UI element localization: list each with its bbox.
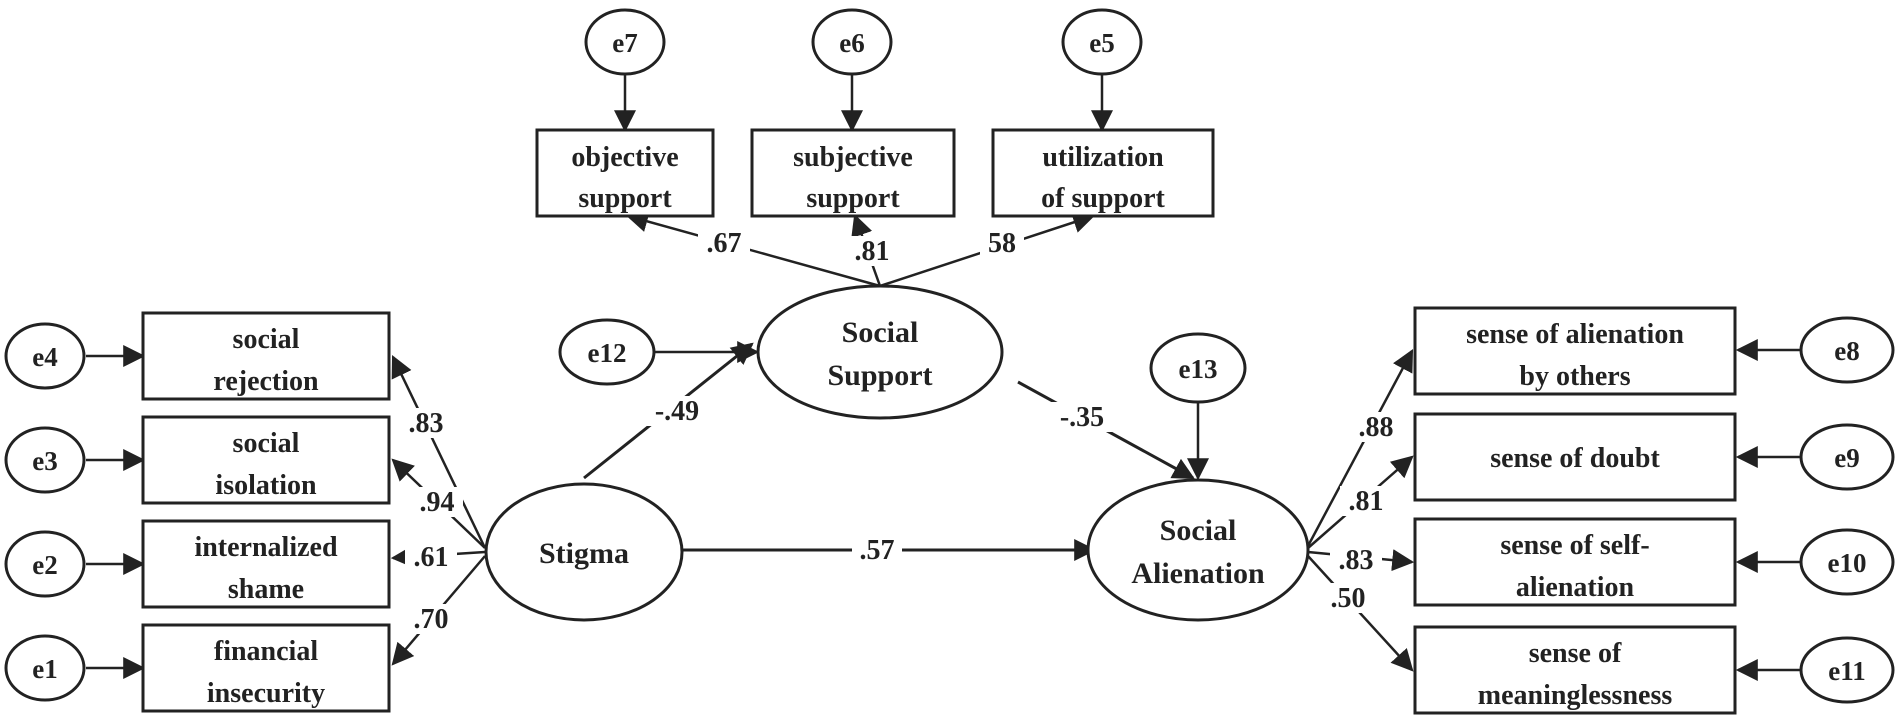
latent-social-alienation-line2: Alienation <box>1131 557 1265 590</box>
indicator-internalized-shame-line2: shame <box>228 574 304 605</box>
coef-objective-support: .67 <box>698 228 750 259</box>
latent-social-alienation: Social Alienation <box>1086 478 1310 622</box>
indicator-financial-insecurity-line1: financial <box>214 636 318 667</box>
error-e7: e7 <box>584 8 666 76</box>
indicator-objective-support-line1: objective <box>571 142 678 173</box>
indicator-financial-insecurity: financial insecurity <box>141 623 391 713</box>
indicator-sense-of-doubt-line1: sense of doubt <box>1490 443 1660 474</box>
coef-subjective-support: .81 <box>846 236 898 267</box>
coef-financial-insecurity-text: .70 <box>414 604 449 635</box>
indicator-social-isolation-line2: isolation <box>215 470 317 501</box>
coef-stigma-to-alienation-text: .57 <box>860 535 895 566</box>
error-e6: e6 <box>811 8 893 76</box>
indicator-alienation-by-others-line1: sense of alienation <box>1466 319 1684 350</box>
error-e4: e4 <box>4 322 86 390</box>
indicator-meaninglessness-line1: sense of <box>1529 638 1622 669</box>
coef-meaninglessness: .50 <box>1322 583 1374 614</box>
coef-social-rejection-text: .83 <box>409 408 444 439</box>
coef-support-to-alienation: -.35 <box>1050 402 1114 433</box>
coef-internalized-shame: .61 <box>405 542 457 573</box>
coef-alienation-by-others-text: .88 <box>1359 412 1394 443</box>
error-e3: e3 <box>4 426 86 494</box>
coef-self-alienation-text: .83 <box>1339 545 1374 576</box>
indicator-objective-support-line2: support <box>578 183 672 214</box>
edge-support-objective <box>625 210 881 288</box>
indicator-meaninglessness: sense of meaninglessness <box>1413 625 1737 715</box>
indicator-self-alienation-line2: alienation <box>1516 572 1635 603</box>
error-e1: e1 <box>4 634 86 702</box>
coef-sense-of-doubt: .81 <box>1340 486 1392 517</box>
error-e3-label: e3 <box>32 446 57 476</box>
error-e8-label: e8 <box>1834 336 1859 366</box>
error-e5: e5 <box>1061 8 1143 76</box>
error-e12-label: e12 <box>588 338 627 368</box>
error-e5-label: e5 <box>1089 28 1114 58</box>
indicator-utilization-of-support-line1: utilization <box>1042 142 1164 173</box>
coef-stigma-to-support-text: -.49 <box>655 396 699 427</box>
indicator-alienation-by-others-line2: by others <box>1519 361 1630 392</box>
coef-meaninglessness-text: .50 <box>1331 583 1366 614</box>
coef-sense-of-doubt-text: .81 <box>1349 486 1384 517</box>
coef-internalized-shame-text: .61 <box>414 542 449 573</box>
coef-social-isolation: .94 <box>411 487 463 518</box>
error-e10-label: e10 <box>1828 548 1867 578</box>
indicator-social-isolation: social isolation <box>141 415 391 505</box>
indicator-financial-insecurity-line2: insecurity <box>207 678 325 709</box>
indicator-utilization-of-support-line2: of support <box>1041 183 1165 214</box>
edge-stigma-social-rejection <box>391 355 487 549</box>
error-e11-label: e11 <box>1828 656 1866 686</box>
error-e4-label: e4 <box>32 342 57 372</box>
indicator-sense-of-doubt: sense of doubt <box>1413 412 1737 502</box>
indicator-self-alienation-line1: sense of self- <box>1500 530 1649 561</box>
latent-social-support-line2: Support <box>827 359 932 392</box>
error-e8: e8 <box>1799 316 1895 384</box>
error-e7-label: e7 <box>612 28 637 58</box>
indicator-subjective-support-line1: subjective <box>793 142 913 173</box>
latent-stigma: Stigma <box>484 482 684 622</box>
latent-social-support-line1: Social <box>842 316 919 349</box>
error-e6-label: e6 <box>839 28 864 58</box>
coef-stigma-to-support: -.49 <box>646 396 708 427</box>
indicator-social-rejection: social rejection <box>141 311 391 401</box>
coef-stigma-to-alienation: .57 <box>852 535 902 566</box>
coef-objective-support-text: .67 <box>707 228 742 259</box>
coef-support-to-alienation-text: -.35 <box>1060 402 1104 433</box>
indicator-utilization-of-support: utilization of support <box>991 128 1215 218</box>
indicator-social-rejection-line1: social <box>233 324 300 355</box>
error-e9-label: e9 <box>1834 443 1859 473</box>
coef-utilization-of-support: 58 <box>980 228 1024 259</box>
error-e13-label: e13 <box>1179 354 1218 384</box>
indicator-subjective-support: subjective support <box>750 128 956 218</box>
error-e12: e12 <box>558 318 656 386</box>
indicator-internalized-shame: internalized shame <box>141 519 391 609</box>
latent-stigma-label: Stigma <box>539 537 629 570</box>
coef-subjective-support-text: .81 <box>855 236 890 267</box>
coef-financial-insecurity: .70 <box>405 604 457 635</box>
error-e11: e11 <box>1799 636 1895 704</box>
coef-social-rejection: .83 <box>400 408 452 439</box>
latent-social-alienation-line1: Social <box>1160 514 1237 547</box>
indicator-internalized-shame-line1: internalized <box>194 532 338 563</box>
latent-social-support: Social Support <box>756 284 1004 420</box>
indicator-social-rejection-line2: rejection <box>213 366 319 397</box>
error-e13: e13 <box>1149 332 1247 404</box>
indicator-objective-support: objective support <box>535 128 715 218</box>
error-e9: e9 <box>1799 423 1895 491</box>
coef-social-isolation-text: .94 <box>420 487 455 518</box>
coef-utilization-of-support-text: 58 <box>988 228 1016 259</box>
error-e2-label: e2 <box>32 550 57 580</box>
indicator-subjective-support-line2: support <box>806 183 900 214</box>
coef-alienation-by-others: .88 <box>1350 412 1402 443</box>
error-e10: e10 <box>1799 528 1895 596</box>
indicator-social-isolation-line1: social <box>233 428 300 459</box>
indicator-alienation-by-others: sense of alienation by others <box>1413 306 1737 396</box>
edge-alienation-by-others <box>1306 349 1414 547</box>
error-e1-label: e1 <box>32 654 57 684</box>
coef-self-alienation: .83 <box>1330 545 1382 576</box>
indicator-meaninglessness-line2: meaninglessness <box>1478 680 1673 711</box>
indicator-self-alienation: sense of self- alienation <box>1413 517 1737 607</box>
error-e2: e2 <box>4 530 86 598</box>
